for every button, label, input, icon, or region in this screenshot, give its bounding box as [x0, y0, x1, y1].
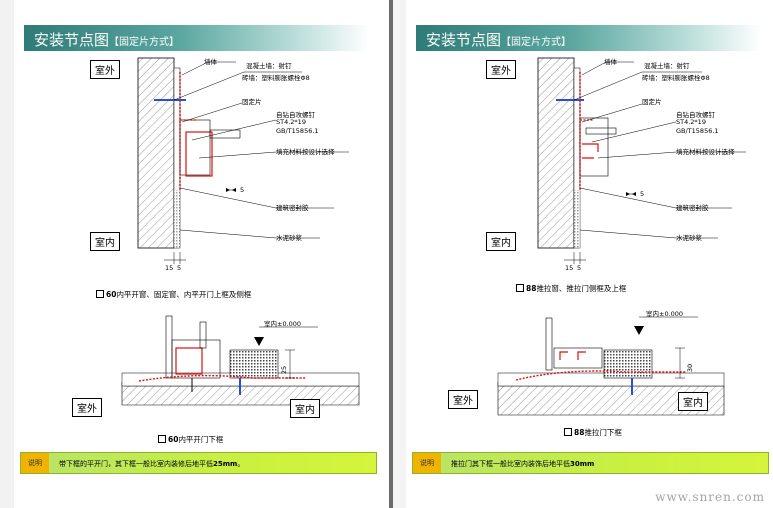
lbl-screw-std: GB/T15856.1: [276, 127, 319, 135]
bullet-square: [516, 284, 524, 292]
right-drawing: [497, 57, 746, 416]
caption-bottom: 60内平开门下框: [158, 434, 223, 445]
bullet-square: [96, 290, 104, 298]
lbl-fixing-plate: 固定片: [242, 98, 262, 106]
right-page: 安装节点图【固定片方式】: [406, 0, 772, 508]
note-tag: 说明: [21, 453, 49, 473]
banner-subtitle: 【固定片方式】: [109, 37, 180, 48]
right-margin: [393, 0, 406, 508]
label-outside-floor: 室外: [72, 398, 102, 417]
banner-subtitle: 【固定片方式】: [501, 37, 572, 48]
level-marker: [634, 326, 644, 335]
dim-15: 15: [565, 264, 574, 272]
lbl-fix-brick: 砖墙：塑料膨胀螺栓Φ8: [642, 74, 710, 82]
note-bar: 说明 带下框的平开门，其下框一般比室内装修后地平低25mm。: [20, 452, 377, 474]
window-frame: [579, 117, 609, 177]
watermark: www.snren.com: [655, 490, 765, 504]
banner-title: 安装节点图: [34, 31, 110, 49]
level-marker: [254, 337, 264, 346]
dim-5: 5: [577, 264, 582, 272]
label-outside-floor: 室外: [448, 390, 478, 409]
window-frame: [179, 119, 211, 176]
lbl-floor-level: 室内±0.000: [264, 320, 302, 328]
lbl-gap: 5: [640, 190, 645, 198]
label-inside-floor: 室内: [290, 399, 320, 418]
caption-bottom: 88推拉门下框: [564, 427, 622, 438]
floor-tile: [229, 349, 279, 379]
note-text: 推拉门其下框一般比室内装饰后地平低30mm: [451, 460, 595, 468]
lbl-wall: 墙体: [604, 58, 617, 66]
door-sill-frame: [171, 339, 221, 379]
lbl-screw-spec: ST4.2*19: [276, 118, 306, 126]
lbl-screw: 自钻自攻螺钉: [676, 111, 715, 119]
lbl-wall: 墙体: [204, 58, 217, 66]
lbl-screw-std: GB/T15856.1: [676, 127, 719, 135]
left-banner: 安装节点图【固定片方式】: [24, 25, 370, 51]
label-outside: 室外: [90, 60, 120, 79]
lbl-sealant: 建筑密封胶: [276, 204, 309, 212]
lbl-mortar: 水泥砂浆: [676, 234, 702, 242]
left-margin: [0, 0, 14, 508]
banner-title: 安装节点图: [426, 31, 502, 49]
lbl-fixing-plate: 固定片: [642, 98, 662, 106]
left-drawing: [121, 57, 360, 406]
bullet-square: [158, 435, 166, 443]
dim-5: 5: [177, 264, 182, 272]
lbl-screw: 自钻自攻螺钉: [276, 111, 315, 119]
caption-top: 88推拉窗、推拉门侧框及上框: [516, 283, 626, 294]
wall-section: [137, 57, 175, 249]
floor-tile: [603, 349, 653, 379]
lbl-floor-level: 室内±0.000: [646, 310, 684, 318]
door-sill-frame: [553, 347, 603, 369]
label-outside: 室外: [486, 60, 516, 79]
lbl-fix-brick: 砖墙：塑料膨胀螺栓Φ8: [242, 74, 310, 82]
note-bar: 说明 推拉门其下框一般比室内装饰后地平低30mm: [412, 452, 769, 474]
lbl-gap: 5: [240, 186, 245, 194]
lbl-filler: 填充材料按设计选择: [276, 148, 335, 156]
label-inside: 室内: [486, 232, 516, 251]
lbl-fix-concrete: 混凝土墙：射钉: [246, 62, 292, 70]
note-text: 带下框的平开门，其下框一般比室内装修后地平低25mm。: [59, 460, 245, 468]
dim-15: 15: [165, 264, 174, 272]
lbl-screw-spec: ST4.2*19: [676, 118, 706, 126]
dim-floor: 25: [280, 365, 289, 375]
bullet-square: [564, 428, 572, 436]
dim-floor: 30: [686, 363, 695, 373]
caption-top: 60内平开窗、固定窗、内平开门上框及侧框: [96, 289, 251, 300]
wall-section: [537, 57, 575, 249]
lbl-filler: 填充材料按设计选择: [676, 148, 735, 156]
page-divider: [389, 0, 393, 508]
right-banner: 安装节点图【固定片方式】: [416, 25, 762, 51]
label-inside: 室内: [90, 232, 120, 251]
left-page: 安装节点图【固定片方式】: [14, 0, 380, 508]
lbl-sealant: 建筑密封胶: [676, 204, 709, 212]
label-inside-floor: 室内: [678, 392, 708, 411]
lbl-mortar: 水泥砂浆: [276, 234, 302, 242]
note-tag: 说明: [413, 453, 441, 473]
lbl-fix-concrete: 混凝土墙：射钉: [644, 62, 690, 70]
